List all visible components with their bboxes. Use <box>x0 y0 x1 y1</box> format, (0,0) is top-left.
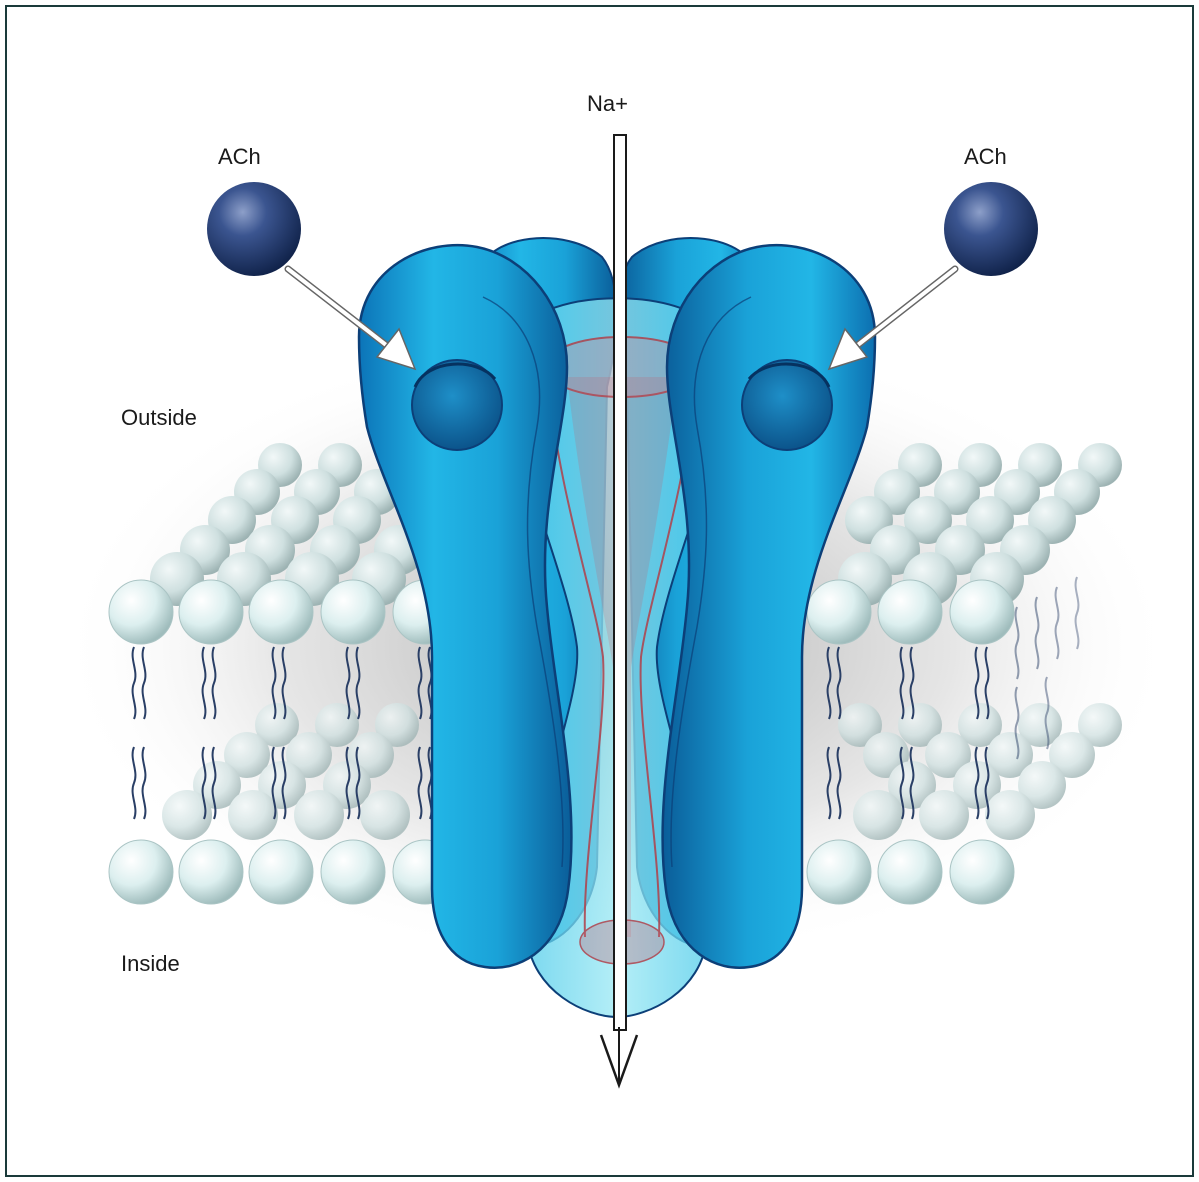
sphere-icon <box>944 182 1038 276</box>
ion-channel-diagram <box>7 7 1194 1177</box>
inside-label: Inside <box>121 951 180 977</box>
diagram-frame: Na+ ACh ACh Outside Inside <box>5 5 1194 1177</box>
upper-front-heads-right <box>807 580 1014 644</box>
ligand-label-left: ACh <box>218 144 261 170</box>
binding-site-left <box>412 360 502 450</box>
ion-label: Na+ <box>587 91 628 117</box>
binding-site-right <box>742 360 832 450</box>
upper-front-heads-left <box>109 580 457 644</box>
sphere-icon <box>207 182 301 276</box>
ligand-label-right: ACh <box>964 144 1007 170</box>
ach-molecule-right <box>944 182 1038 276</box>
lower-front-heads-left <box>109 840 457 904</box>
ach-molecule-left <box>207 182 301 276</box>
lower-front-heads-right <box>807 840 1014 904</box>
outside-label: Outside <box>121 405 197 431</box>
